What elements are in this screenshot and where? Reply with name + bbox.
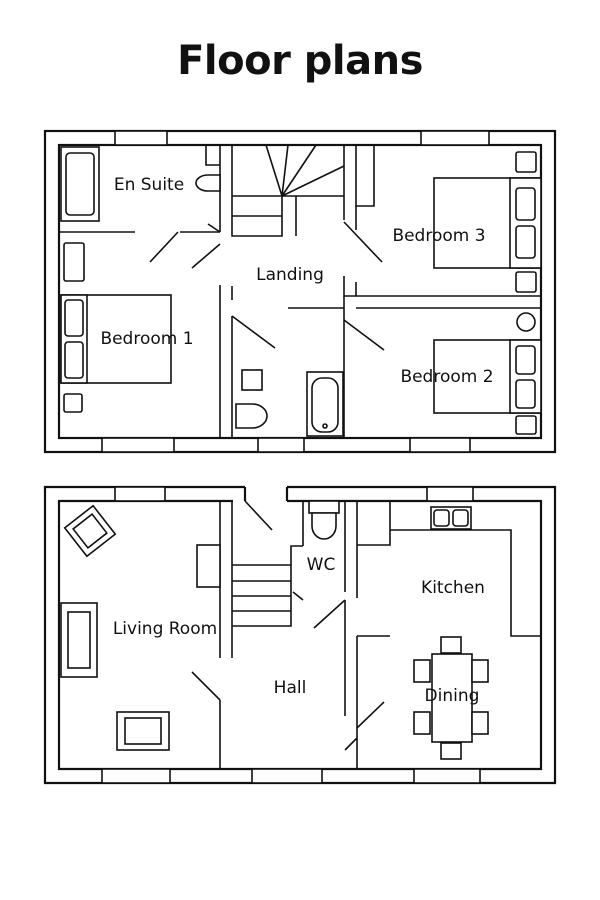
window xyxy=(101,437,175,453)
window xyxy=(251,768,323,784)
room-label-wc: WC xyxy=(307,555,336,575)
sofa-seat xyxy=(67,611,91,669)
front-door-jamb xyxy=(243,487,289,501)
ground-floor: WC Kitchen Living Room Hall Dining xyxy=(43,485,557,785)
chair xyxy=(440,742,462,760)
basin xyxy=(241,369,263,391)
chair xyxy=(413,659,431,683)
dining-table xyxy=(431,653,473,743)
pillow xyxy=(515,187,536,221)
wc-wall xyxy=(290,501,346,592)
wardrobe xyxy=(355,145,375,207)
bedside-table xyxy=(515,271,537,293)
window xyxy=(257,437,305,453)
chair xyxy=(471,711,489,735)
bedroom-3-wall xyxy=(355,282,541,297)
window xyxy=(101,768,171,784)
door-swing xyxy=(292,591,346,629)
room-label-landing: Landing xyxy=(256,265,324,285)
room-label-hall: Hall xyxy=(274,678,307,698)
door-swing xyxy=(207,223,221,233)
door-swing xyxy=(191,243,221,269)
door-swing xyxy=(344,737,358,751)
upper-floor: En Suite Landing Bedroom 3 Bedroom 1 Bed… xyxy=(43,129,557,454)
bathtub-inner xyxy=(65,152,95,216)
bathroom-wall xyxy=(288,307,345,438)
armchair xyxy=(63,504,117,558)
room-label-kitchen: Kitchen xyxy=(421,578,485,598)
door-swing xyxy=(191,671,221,701)
kitchen-counter xyxy=(390,529,541,637)
window xyxy=(413,768,481,784)
room-label-bedroom-3: Bedroom 3 xyxy=(392,226,485,246)
room-label-dining: Dining xyxy=(425,686,480,706)
bedside-lamp xyxy=(516,312,536,332)
pillow xyxy=(64,299,84,337)
staircase-winders xyxy=(265,144,345,197)
page-title: Floor plans xyxy=(177,38,423,84)
bedside-table xyxy=(63,242,85,282)
window xyxy=(420,130,490,146)
sink-bowl xyxy=(452,509,469,527)
window xyxy=(409,437,471,453)
room-label-living-room: Living Room xyxy=(113,619,217,639)
window xyxy=(114,486,166,502)
toilet xyxy=(195,174,221,192)
pillow xyxy=(515,345,536,375)
toilet-cistern xyxy=(308,500,340,514)
toilet xyxy=(311,512,337,540)
door-swing xyxy=(231,315,276,349)
door-swing xyxy=(343,319,385,351)
staircase xyxy=(231,501,292,658)
sink-bowl xyxy=(433,509,450,527)
bedroom-3-wall xyxy=(343,276,356,297)
bath-drain xyxy=(322,423,328,429)
bathtub-inner xyxy=(311,377,339,433)
room-label-bedroom-2: Bedroom 2 xyxy=(400,367,493,387)
toilet xyxy=(235,403,268,429)
pillow xyxy=(515,379,536,409)
bedside-table xyxy=(515,415,537,435)
room-label-en-suite: En Suite xyxy=(114,175,184,195)
armchair-seat xyxy=(124,717,162,745)
pillow xyxy=(515,225,536,259)
window xyxy=(426,486,474,502)
door-swing xyxy=(356,701,385,729)
chair xyxy=(440,636,462,654)
fireplace xyxy=(196,544,221,588)
room-label-bedroom-1: Bedroom 1 xyxy=(100,329,193,349)
window xyxy=(114,130,168,146)
chair xyxy=(471,659,489,683)
chair xyxy=(413,711,431,735)
bedside-table xyxy=(515,151,537,173)
pillow xyxy=(64,341,84,379)
door-swing xyxy=(244,500,273,531)
door-swing xyxy=(149,231,179,263)
kitchen-unit xyxy=(357,501,391,546)
en-suite-wall xyxy=(205,145,220,166)
door-swing xyxy=(343,221,383,263)
staircase xyxy=(231,145,283,237)
bedside-table xyxy=(63,393,83,413)
